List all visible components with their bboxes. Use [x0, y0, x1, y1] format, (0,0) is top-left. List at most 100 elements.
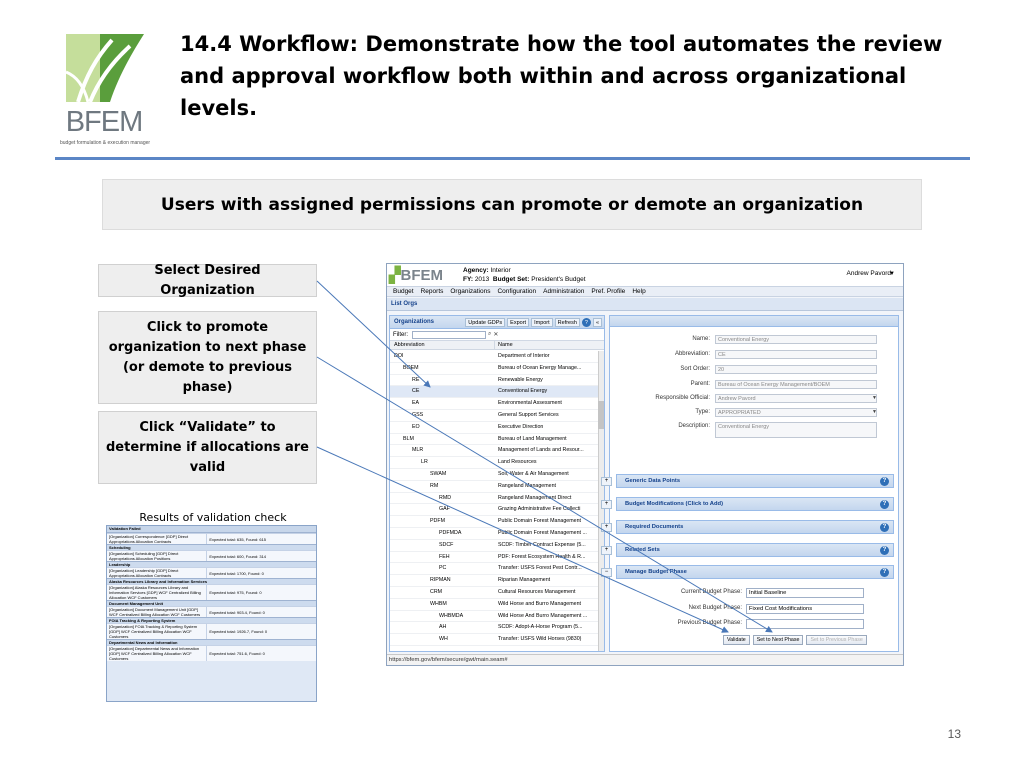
row-name: Bureau of Ocean Energy Manage...	[498, 364, 582, 371]
help-icon[interactable]: ?	[880, 499, 889, 509]
section-required-documents[interactable]: +Required Documents?	[601, 520, 894, 534]
export-button[interactable]: Export	[507, 317, 530, 327]
expand-icon[interactable]: +	[601, 546, 612, 555]
validation-result: Expected total: 1700, Found: 0	[209, 570, 264, 576]
organization-details: Name:Conventional Energy Abbreviation:CE…	[601, 315, 900, 652]
refresh-button[interactable]: Refresh	[554, 317, 580, 327]
current-phase-input[interactable]: Initial Baseline	[746, 588, 864, 598]
chevron-down-icon[interactable]: ▼	[872, 395, 877, 401]
validation-group-title: Alaska Resources Library and Information…	[107, 578, 316, 584]
row-abbreviation: RE	[412, 376, 420, 383]
expand-icon[interactable]: +	[601, 477, 612, 486]
menu-administration[interactable]: Administration	[543, 288, 585, 295]
sort-order-label: Sort Order:	[680, 366, 710, 372]
filter-input[interactable]	[412, 330, 486, 339]
name-input[interactable]: Conventional Energy	[715, 335, 877, 344]
menu-help[interactable]: Help	[632, 288, 646, 295]
banner-text: Users with assigned permissions can prom…	[160, 194, 864, 215]
type-select[interactable]: APPROPRIATED	[715, 408, 877, 417]
update-gdps-button[interactable]: Update GDPs	[465, 317, 506, 327]
expand-icon[interactable]: +	[601, 500, 612, 509]
menu-configuration[interactable]: Configuration	[497, 288, 537, 295]
menu-organizations[interactable]: Organizations	[450, 288, 491, 295]
expand-icon[interactable]: +	[601, 523, 612, 532]
section-manage-budget-phase[interactable]: −Manage Budget Phase?	[601, 565, 894, 579]
collapse-icon[interactable]: «	[592, 317, 602, 327]
callout-select-org: Select Desired Organization	[98, 263, 317, 298]
description-input[interactable]: Conventional Energy	[715, 422, 877, 438]
column-name[interactable]: Name	[498, 342, 513, 348]
section-generic-data-points[interactable]: +Generic Data Points?	[601, 474, 894, 488]
help-icon[interactable]: ?	[880, 545, 889, 555]
set-previous-phase-button[interactable]: Set to Previous Phase	[806, 635, 867, 645]
row-abbreviation: PDFM	[430, 518, 446, 525]
scrollbar-thumb[interactable]	[598, 401, 604, 429]
search-icon[interactable]: ⌕	[488, 331, 492, 337]
column-abbreviation[interactable]: Abbreviation	[390, 341, 495, 349]
help-icon[interactable]: ?	[880, 522, 889, 532]
row-abbreviation: MLR	[412, 447, 424, 454]
responsible-official-select[interactable]: Andrew Pavord	[715, 394, 877, 403]
chevron-down-icon[interactable]: ▼	[872, 409, 877, 415]
description-label: Description:	[678, 423, 710, 429]
menu-pref-profile[interactable]: Pref. Profile	[591, 288, 626, 295]
set-next-phase-button[interactable]: Set to Next Phase	[752, 635, 804, 645]
parent-input[interactable]: Bureau of Ocean Energy Management/BOEM	[715, 380, 877, 389]
section-related-sets[interactable]: +Related Sets?	[601, 543, 894, 557]
table-row[interactable]: PDFMDA Public Domain Forest Management ..…	[390, 528, 600, 540]
validate-button[interactable]: Validate	[723, 635, 750, 645]
logo-subtext: budget formulation & execution manager	[60, 140, 151, 146]
section-budget-modifications[interactable]: +Budget Modifications (Click to Add)?	[601, 497, 894, 511]
row-name: SCDF: Adopt-A-Horse Program (5...	[498, 624, 583, 631]
results-label: Results of validation check	[139, 511, 287, 524]
type-label: Type:	[695, 409, 710, 415]
validation-item: [Organization] Alaska Resources Library …	[107, 585, 208, 600]
user-menu[interactable]: Andrew Pavord	[846, 270, 891, 277]
previous-phase-field: Previous Budget Phase:	[610, 619, 900, 629]
help-icon[interactable]: ?	[880, 567, 889, 577]
caret-down-icon[interactable]: ▼	[889, 271, 895, 277]
menu-budget[interactable]: Budget	[393, 288, 414, 295]
abbreviation-input[interactable]: CE	[715, 350, 877, 359]
help-icon[interactable]: ?	[880, 476, 889, 486]
validation-item: [Organization] Document Management Unit …	[107, 607, 208, 617]
import-button[interactable]: Import	[531, 317, 553, 327]
sort-order-input[interactable]: 20	[715, 365, 877, 374]
clear-icon[interactable]: ✕	[493, 332, 499, 338]
list-orgs-tab[interactable]: List Orgs	[387, 298, 903, 311]
row-name: Public Domain Forest Management ...	[498, 529, 587, 536]
row-abbreviation: GAF	[439, 506, 450, 513]
collapse-icon[interactable]: −	[601, 568, 612, 577]
row-abbreviation: LR	[421, 459, 428, 466]
row-abbreviation: PDFMDA	[439, 529, 462, 536]
menu-reports[interactable]: Reports	[420, 288, 444, 295]
help-icon[interactable]: ?	[581, 317, 591, 327]
next-phase-input[interactable]: Fixed Cost Modifications	[746, 604, 864, 614]
previous-phase-input[interactable]	[746, 619, 864, 629]
